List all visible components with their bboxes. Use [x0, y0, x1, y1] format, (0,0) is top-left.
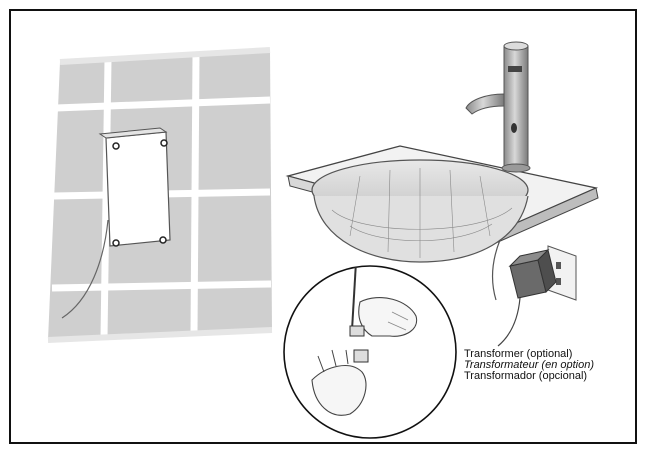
- caption-spanish: Transformador (opcional): [464, 370, 588, 382]
- control-box: [61, 127, 171, 319]
- connector-plug-icon: [349, 325, 365, 337]
- cable-icon: [351, 266, 357, 331]
- supply-cable: [491, 239, 501, 301]
- screw-icon: [159, 236, 167, 244]
- transformer-cable: [497, 297, 521, 347]
- logo-badge: [508, 66, 522, 72]
- screw-icon: [112, 239, 120, 247]
- caption-french: Transformateur (en option): [464, 359, 595, 371]
- screw-icon: [112, 142, 120, 150]
- connector-socket-icon: [353, 349, 369, 363]
- control-cable: [61, 219, 109, 319]
- screw-icon: [160, 139, 168, 147]
- transformer: [497, 249, 557, 347]
- transformer-caption: Transformer (optional) Transformateur (e…: [464, 349, 594, 382]
- sensor-faucet: [465, 41, 531, 173]
- lower-hand-icon: [311, 365, 367, 416]
- sink-basin: [311, 159, 529, 301]
- upper-hand-icon: [358, 297, 418, 337]
- caption-english: Transformer (optional): [464, 348, 573, 360]
- sensor-eye-icon: [511, 123, 517, 133]
- connector-detail-inset: [283, 265, 457, 439]
